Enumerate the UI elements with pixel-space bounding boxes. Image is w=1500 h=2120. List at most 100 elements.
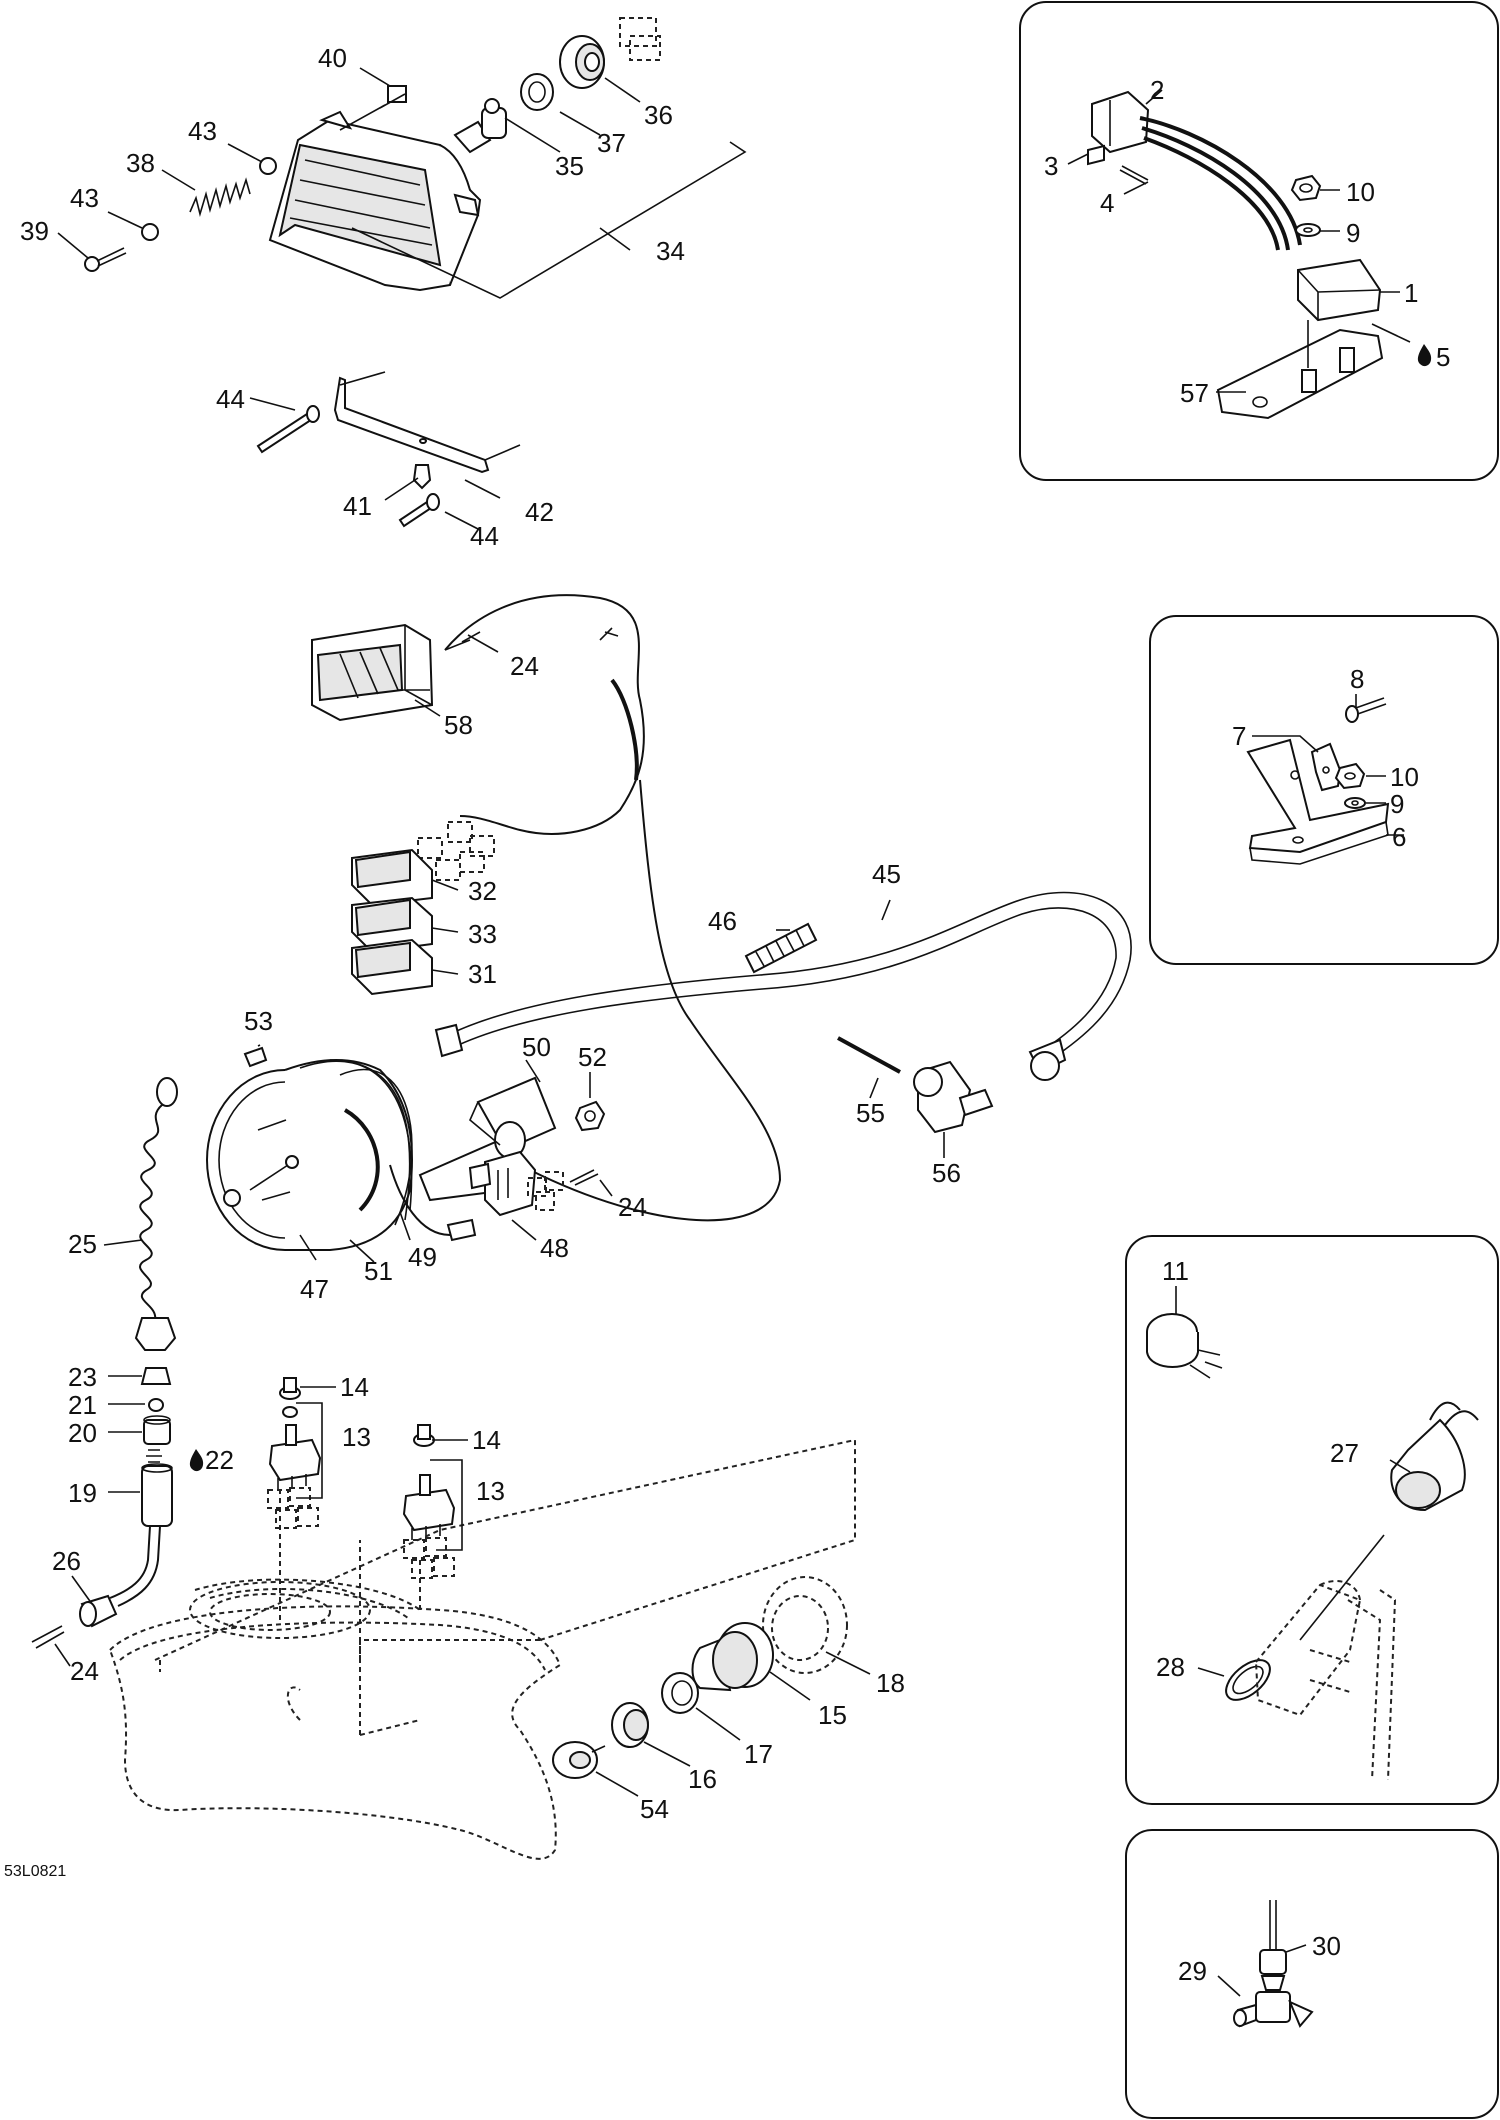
label-11: 11: [1162, 1256, 1189, 1286]
terminal-24-tether: [31, 1625, 65, 1649]
label-44: 44: [470, 521, 499, 551]
connector-pins-dashed-2: [527, 1171, 564, 1211]
headlight-assembly: [268, 110, 747, 299]
label-6: 6: [1392, 822, 1406, 852]
part-43-washer: [141, 157, 277, 241]
label-45: 45: [872, 859, 901, 889]
part-20-sleeve: [143, 1415, 171, 1445]
label-58: 58: [444, 710, 473, 740]
inset-box-sensor: [1125, 1235, 1499, 1805]
part-26-connector: [79, 1594, 118, 1628]
label-14: 14: [340, 1372, 369, 1402]
part-4-terminal: [1119, 165, 1149, 185]
label-24: 24: [510, 651, 539, 681]
regulator-wires: [1139, 116, 1302, 251]
part-27-sensor-housing: [1390, 1401, 1479, 1512]
part-46-spring-sleeve: [744, 922, 818, 974]
label-13: 13: [476, 1476, 505, 1506]
part-11-sensor: [1146, 1313, 1223, 1379]
part-1-voltage-regulator: [1297, 258, 1382, 322]
reference-code: 53L0821: [4, 1863, 66, 1880]
terminal-24-gauge: [569, 1169, 599, 1186]
part-30-valve-body: [1259, 1900, 1287, 1991]
label-19: 19: [68, 1478, 97, 1508]
sensor-mount-outline: [1254, 1534, 1397, 1781]
label-20: 20: [68, 1418, 97, 1448]
label-10: 10: [1346, 177, 1375, 207]
label-32: 32: [468, 876, 497, 906]
label-25: 25: [68, 1229, 97, 1259]
inset-box-valve: [1125, 1829, 1499, 2119]
part-58-connector-housing: [311, 623, 434, 722]
label-18: 18: [876, 1668, 905, 1698]
part-51-gasket: [339, 1068, 413, 1226]
label-15: 15: [818, 1700, 847, 1730]
label-52: 52: [578, 1042, 607, 1072]
switch-connectors-dashed: [267, 1487, 455, 1579]
part-28-ring: [1225, 1659, 1271, 1701]
label-1: 1: [1404, 278, 1418, 308]
part-37-retaining-ring: [520, 73, 554, 111]
part-39-screw: [84, 247, 127, 272]
label-46: 46: [708, 906, 737, 936]
label-24: 24: [618, 1192, 647, 1222]
part-35-bulb: [453, 98, 507, 154]
part-18-gauge-cover: [762, 1576, 848, 1674]
part-8-screw: [1345, 697, 1387, 723]
part-47-speedometer-gauge: [206, 1059, 413, 1251]
label-35: 35: [555, 151, 584, 181]
part-57-mounting-plate: [1216, 320, 1384, 420]
label-43: 43: [188, 116, 217, 146]
part-2-connector: [1091, 90, 1150, 154]
label-53: 53: [244, 1006, 273, 1036]
label-27: 27: [1330, 1438, 1359, 1468]
inset-box-bracket: [1149, 615, 1499, 965]
label-14: 14: [472, 1425, 501, 1455]
label-26: 26: [52, 1546, 81, 1576]
label-49: 49: [408, 1242, 437, 1272]
label-13: 13: [342, 1422, 371, 1452]
headlight-socket-connector: [619, 17, 661, 61]
wiring-harness: [444, 594, 782, 1222]
label-28: 28: [1156, 1652, 1185, 1682]
inset-box-voltage-regulator: [1019, 1, 1499, 481]
label-4: 4: [1100, 188, 1114, 218]
part-3-clip: [1087, 144, 1105, 166]
leader-lines: [54, 67, 1411, 1997]
label-5: 5: [1436, 342, 1450, 372]
label-47: 47: [300, 1274, 329, 1304]
part-41-nut: [412, 464, 432, 490]
part-44-rivet: [256, 405, 440, 528]
label-40: 40: [318, 43, 347, 73]
label-23: 23: [68, 1362, 97, 1392]
label-30: 30: [1312, 1931, 1341, 1961]
label-36: 36: [644, 100, 673, 130]
label-17: 17: [744, 1739, 773, 1769]
part-19-tether-switch: [109, 1449, 173, 1607]
label-3: 3: [1044, 151, 1058, 181]
label-21: 21: [68, 1390, 97, 1420]
part-9-washer-inset1: [1295, 223, 1321, 237]
part-29-valve-cap: [1233, 1991, 1314, 2028]
part-10-nut-inset2: [1334, 762, 1366, 790]
label-48: 48: [540, 1233, 569, 1263]
part-56-angle-drive: [913, 1060, 994, 1134]
label-24: 24: [70, 1656, 99, 1686]
part-40-clip: [339, 85, 407, 131]
part-53-bulb: [243, 1046, 268, 1068]
part-15-gauge: [691, 1622, 774, 1692]
label-37: 37: [597, 128, 626, 158]
label-34: 34: [656, 236, 685, 266]
part-9-washer-inset2: [1344, 797, 1366, 809]
part-33-switch: [351, 896, 433, 954]
label-54: 54: [640, 1794, 669, 1824]
label-41: 41: [343, 491, 372, 521]
part-36-seal: [559, 35, 605, 89]
part-38-spring: [189, 177, 251, 218]
part-25-tether-cord: [134, 1077, 178, 1351]
label-9: 9: [1346, 218, 1360, 248]
part-32-switch: [351, 848, 433, 907]
label-57: 57: [1180, 378, 1209, 408]
part-49-wire: [389, 1164, 477, 1242]
